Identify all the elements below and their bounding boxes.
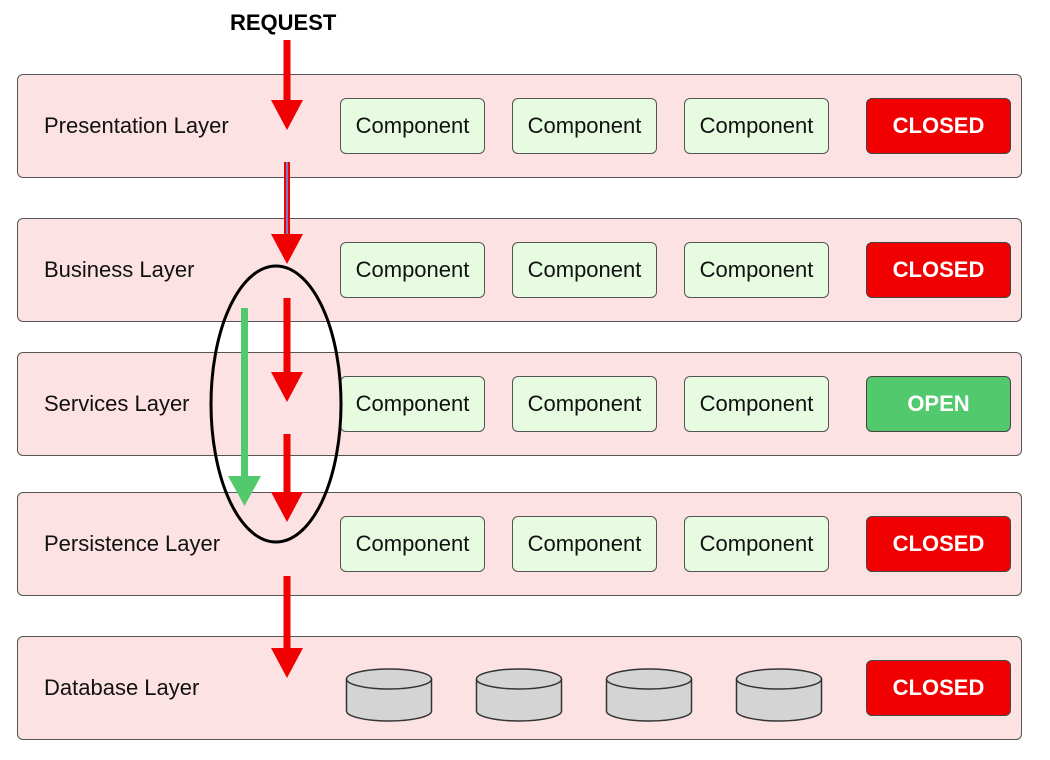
component-box: Component: [512, 242, 657, 298]
layer-label: Services Layer: [44, 391, 190, 416]
layer-label: Business Layer: [44, 257, 195, 282]
component-box: Component: [340, 242, 485, 298]
layer-label: Database Layer: [44, 675, 200, 700]
component-box: Component: [340, 516, 485, 572]
component-box: Component: [340, 98, 485, 154]
status-badge: CLOSED: [866, 242, 1011, 298]
status-badge: OPEN: [866, 376, 1011, 432]
status-badge: CLOSED: [866, 98, 1011, 154]
database-icon: [735, 668, 823, 722]
layer-business: Business Layer Component Component Compo…: [17, 218, 1022, 322]
component-box: Component: [684, 376, 829, 432]
component-box: Component: [684, 242, 829, 298]
status-badge: CLOSED: [866, 516, 1011, 572]
component-box: Component: [512, 376, 657, 432]
layer-persistence: Persistence Layer Component Component Co…: [17, 492, 1022, 596]
layer-label: Persistence Layer: [44, 531, 221, 556]
component-box: Component: [512, 98, 657, 154]
database-icon: [475, 668, 563, 722]
database-icon: [605, 668, 693, 722]
layer-database: Database Layer CLOSED: [17, 636, 1022, 740]
component-box: Component: [512, 516, 657, 572]
component-box: Component: [684, 516, 829, 572]
layer-services: Services Layer Component Component Compo…: [17, 352, 1022, 456]
component-box: Component: [684, 98, 829, 154]
request-label: REQUEST: [230, 10, 337, 35]
database-icon: [345, 668, 433, 722]
layer-presentation: Presentation Layer Component Component C…: [17, 74, 1022, 178]
status-badge: CLOSED: [866, 660, 1011, 716]
layer-label: Presentation Layer: [44, 113, 229, 138]
component-box: Component: [340, 376, 485, 432]
